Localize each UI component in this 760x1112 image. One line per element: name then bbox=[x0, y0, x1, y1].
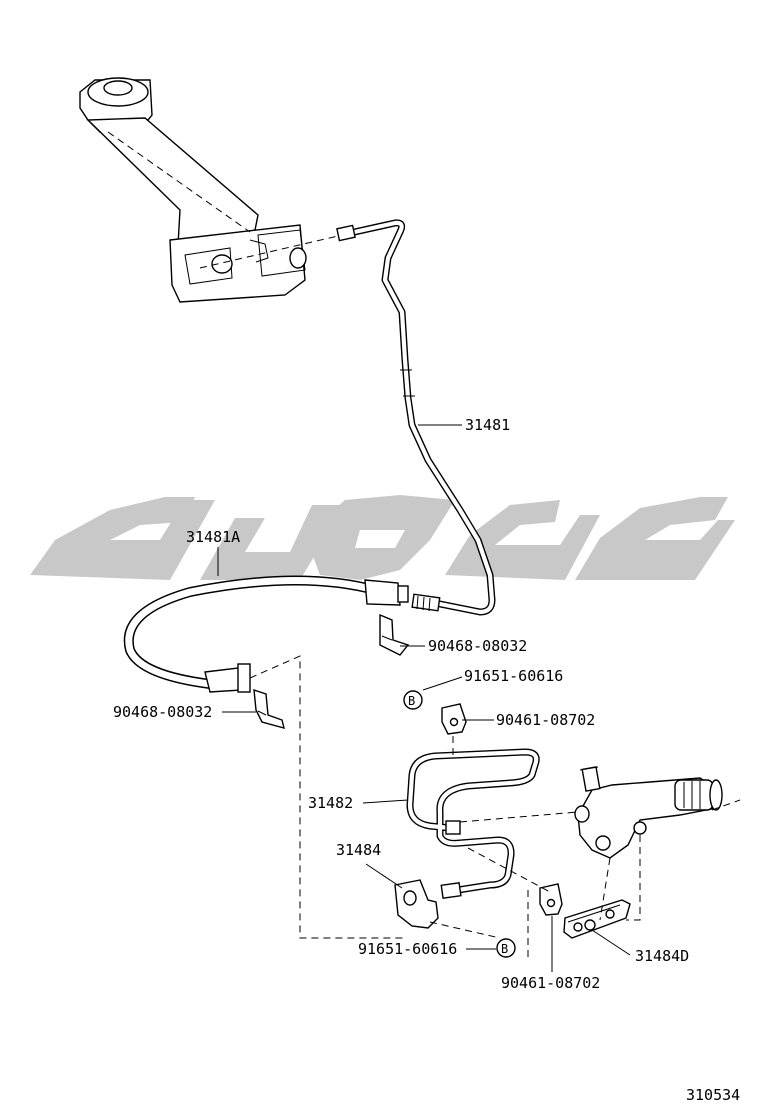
label-31484d: 31484D bbox=[635, 947, 689, 965]
pipe-31481 bbox=[336, 219, 496, 616]
callout-b-top: B bbox=[403, 690, 423, 710]
leader-lines bbox=[217, 424, 631, 972]
bracket-31484 bbox=[394, 879, 439, 929]
plate-31484d bbox=[563, 899, 631, 939]
label-31481a: 31481A bbox=[186, 528, 240, 546]
clamp-90461-top bbox=[441, 703, 467, 735]
label-31481: 31481 bbox=[465, 416, 510, 434]
label-91651-bottom: 91651-60616 bbox=[358, 940, 457, 958]
label-91651-top: 91651-60616 bbox=[464, 667, 563, 685]
clutch-master-cylinder bbox=[79, 77, 339, 303]
label-90461-bottom: 90461-08702 bbox=[501, 974, 600, 992]
hose-31481a bbox=[123, 575, 409, 693]
clip-90468-left bbox=[253, 688, 285, 729]
label-31484: 31484 bbox=[336, 841, 381, 859]
clamp-90461-bottom bbox=[539, 883, 563, 916]
callout-b-bottom-letter: B bbox=[501, 942, 508, 956]
label-90468-right: 90468-08032 bbox=[428, 637, 527, 655]
clutch-release-cylinder bbox=[574, 766, 723, 859]
callout-b-top-letter: B bbox=[408, 694, 415, 708]
callout-b-bottom: B bbox=[496, 938, 516, 958]
label-31482: 31482 bbox=[308, 794, 353, 812]
watermark-logo bbox=[30, 495, 735, 580]
label-90461-top: 90461-08702 bbox=[496, 711, 595, 729]
clip-90468-right bbox=[379, 613, 410, 656]
label-90468-left: 90468-08032 bbox=[113, 703, 212, 721]
figure-number: 310534 bbox=[686, 1086, 740, 1104]
pipe-31482 bbox=[406, 748, 540, 899]
